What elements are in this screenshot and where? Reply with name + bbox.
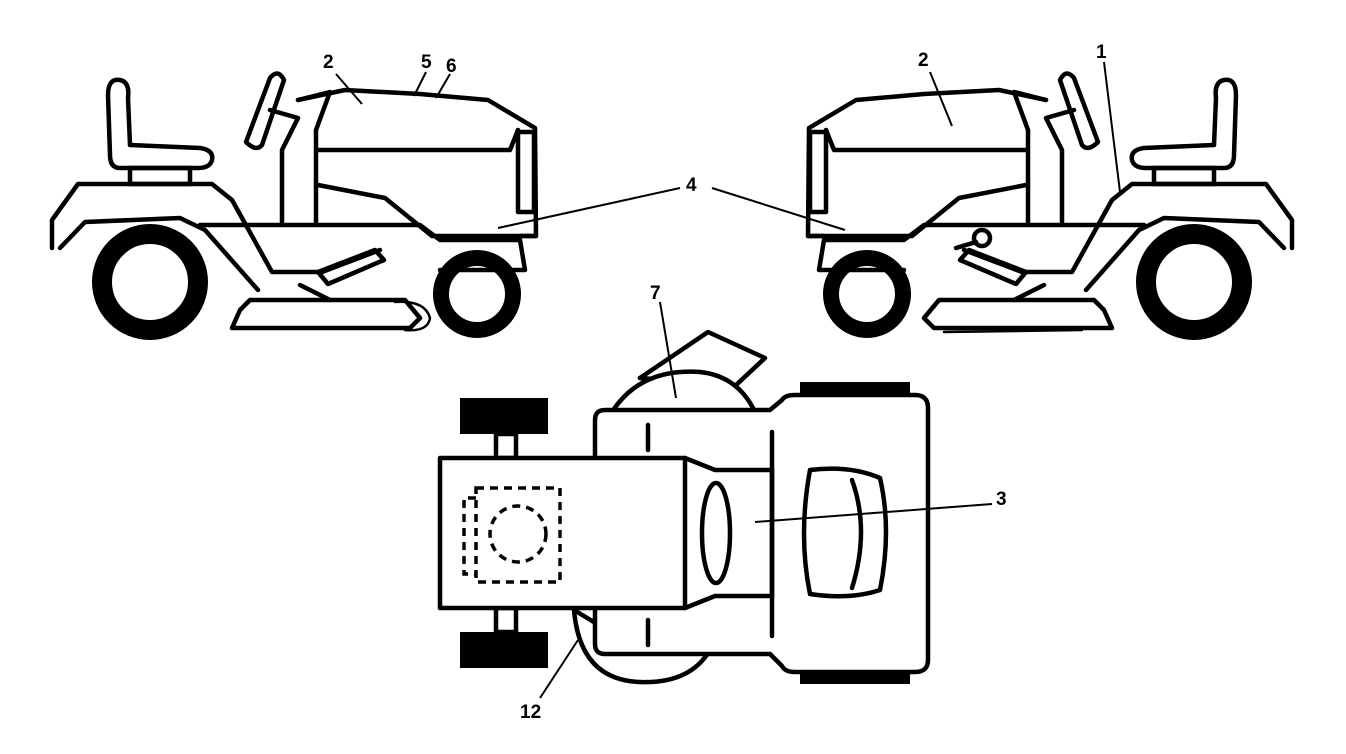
callout-5: 5: [421, 52, 432, 73]
hood-top: [437, 455, 688, 611]
steering-wheel: [243, 71, 287, 151]
leader-2-right: [929, 71, 953, 127]
callout-labels: 1 2 2 3 4 5 6 7 12: [323, 42, 1107, 723]
leader-4-right: [711, 187, 846, 231]
hood: [295, 87, 539, 239]
leader-3: [754, 503, 993, 523]
mower-deck: [229, 297, 423, 331]
leader-1: [1103, 61, 1121, 193]
front-right-tire: [460, 632, 548, 668]
callout-1: 1: [1096, 42, 1107, 63]
leader-2-left: [335, 73, 363, 105]
leader-4-left: [497, 187, 681, 229]
leader-lines: [335, 61, 1121, 699]
tractor-top-view: [437, 329, 931, 685]
callout-3: 3: [996, 489, 1007, 510]
callout-6: 6: [446, 56, 457, 77]
seat-top: [801, 466, 889, 599]
callout-4: 4: [686, 175, 697, 196]
leader-5: [413, 71, 427, 97]
leader-12: [539, 639, 579, 699]
rear-wheel: [92, 224, 208, 340]
callout-7: 7: [650, 283, 661, 304]
leader-6: [435, 73, 451, 99]
front-wheel: [433, 250, 521, 338]
front-left-tire: [460, 398, 548, 434]
callout-2-left: 2: [323, 52, 334, 73]
callout-2-right: 2: [918, 50, 929, 71]
seat: [105, 77, 215, 171]
callout-12: 12: [520, 702, 541, 723]
tractor-right-side-view: [805, 71, 1295, 340]
leader-7: [659, 301, 677, 399]
tractor-left-side-view: [49, 71, 539, 340]
